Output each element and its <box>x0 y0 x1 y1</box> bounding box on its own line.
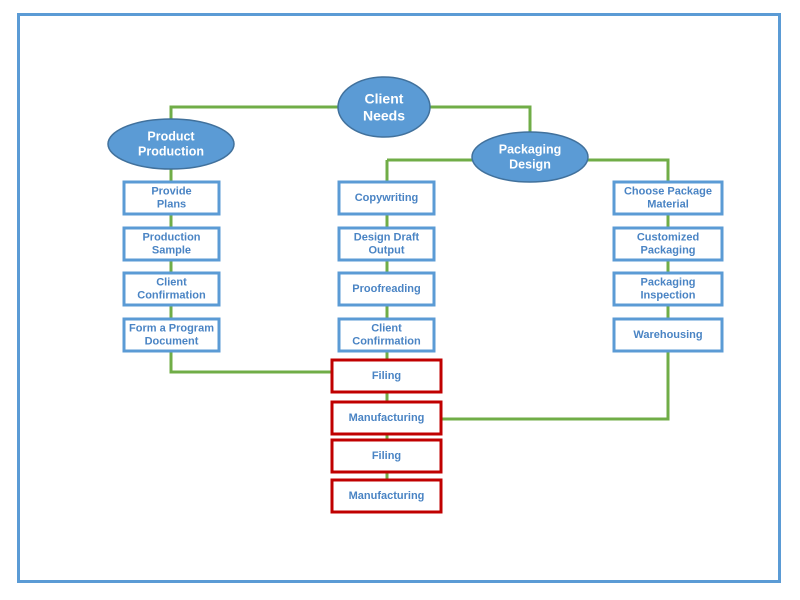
node-label-line: Material <box>647 199 689 211</box>
node-label-line: Filing <box>372 450 401 462</box>
node-packaging-design-shape <box>471 131 589 183</box>
node-label-line: Inspection <box>640 290 695 302</box>
node-label-line: Production <box>142 232 200 244</box>
node-final-step-border <box>330 438 443 474</box>
node-packaging-middle-step-border <box>337 271 436 307</box>
node-final-step-border <box>330 358 443 394</box>
node-packaging-right-step-border <box>612 271 724 307</box>
node-final-step: Filing <box>330 438 443 474</box>
node-label-line: Provide <box>151 186 191 198</box>
diagram-frame <box>17 13 781 583</box>
node-label-line: Choose Package <box>624 186 712 198</box>
node-label-line: Form a Program <box>129 323 214 335</box>
node-label-line: Design Draft <box>354 232 420 244</box>
node-packaging-middle-step-border <box>337 317 436 353</box>
node-label-line: Packaging <box>499 143 562 157</box>
node-packaging-right-step: Warehousing <box>612 317 724 353</box>
node-final-step: Manufacturing <box>330 400 443 436</box>
node-label-line: Confirmation <box>137 290 206 302</box>
node-client-needs-shape <box>337 76 431 138</box>
node-label-line: Warehousing <box>633 329 702 341</box>
node-final-step: Filing <box>330 358 443 394</box>
node-packaging-middle-step: Copywriting <box>337 180 436 216</box>
node-label-line: Copywriting <box>355 192 419 204</box>
node-label-line: Sample <box>152 245 191 257</box>
node-label-line: Needs <box>363 108 405 124</box>
node-packaging-right-step-border <box>612 226 724 262</box>
node-final-step: Manufacturing <box>330 478 443 514</box>
node-product-step-border <box>122 317 221 353</box>
node-packaging-right-step-border <box>612 317 724 353</box>
node-label-line: Packaging <box>640 277 695 289</box>
node-label-line: Document <box>145 336 199 348</box>
node-packaging-middle-step-border <box>337 180 436 216</box>
node-label-line: Output <box>368 245 404 257</box>
node-label-line: Proofreading <box>352 283 420 295</box>
node-packaging-middle-step-border <box>337 226 436 262</box>
node-label-line: Manufacturing <box>349 412 425 424</box>
node-product-production-shape <box>107 118 235 170</box>
node-label-line: Design <box>509 158 551 172</box>
node-label-line: Plans <box>157 199 186 211</box>
node-label-line: Client <box>365 91 404 107</box>
node-label-line: Packaging <box>640 245 695 257</box>
node-label-line: Filing <box>372 370 401 382</box>
node-packaging-middle-step: Proofreading <box>337 271 436 307</box>
node-packaging-right-step-border <box>612 180 724 216</box>
node-product-step-border <box>122 180 221 216</box>
node-label-line: Manufacturing <box>349 490 425 502</box>
node-final-step-border <box>330 400 443 436</box>
node-label-line: Customized <box>637 232 699 244</box>
node-label-line: Confirmation <box>352 336 421 348</box>
node-label-line: Client <box>371 323 402 335</box>
node-final-step-border <box>330 478 443 514</box>
node-label-line: Product <box>147 130 195 144</box>
node-label-line: Client <box>156 277 187 289</box>
node-label-line: Production <box>138 145 204 159</box>
node-product-step-border <box>122 226 221 262</box>
node-product-step-border <box>122 271 221 307</box>
